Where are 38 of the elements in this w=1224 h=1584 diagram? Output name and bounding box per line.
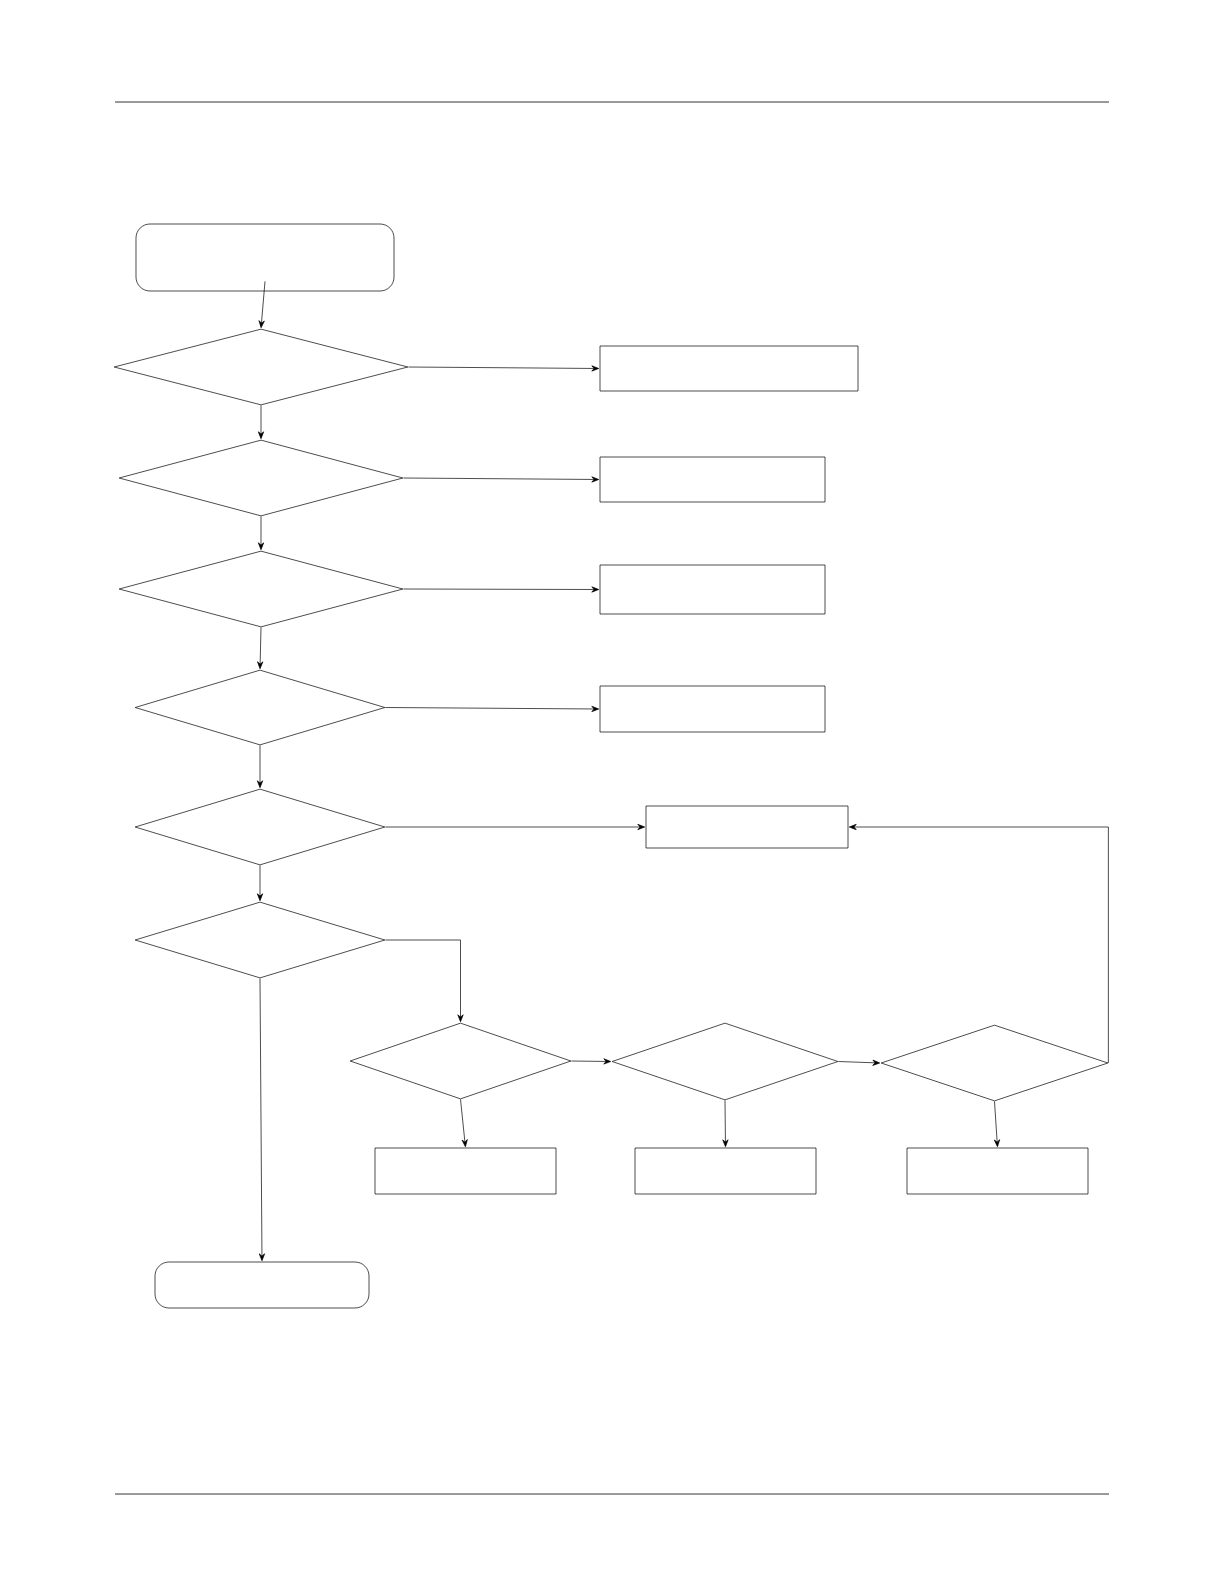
process-box (374, 1147, 557, 1195)
decision-diamond (118, 550, 404, 628)
arrow (385, 939, 464, 1023)
arrow (460, 1099, 468, 1148)
process-box (634, 1147, 817, 1195)
arrow (848, 823, 1109, 1064)
terminal-box (154, 1261, 370, 1309)
arrow (385, 823, 646, 831)
decision-diamond (349, 1022, 572, 1100)
process-box (906, 1147, 1089, 1195)
decision-diamond (113, 328, 409, 406)
decision-diamond (134, 669, 386, 746)
arrow (256, 745, 264, 789)
terminal-box (135, 223, 395, 292)
decision-diamond (134, 901, 386, 979)
decision-diamond (611, 1022, 839, 1101)
arrow (838, 1059, 881, 1066)
arrow (385, 705, 600, 712)
arrow (257, 405, 265, 440)
arrow (257, 516, 265, 551)
arrow (256, 865, 264, 902)
arrow (722, 1100, 729, 1148)
arrow (408, 365, 600, 372)
arrow (257, 627, 264, 670)
arrow (993, 1101, 1001, 1148)
decision-diamond (880, 1024, 1109, 1102)
arrow (258, 978, 265, 1262)
arrow (403, 586, 600, 593)
decision-diamond (118, 439, 404, 517)
process-box (645, 805, 849, 849)
process-box (599, 685, 826, 733)
process-box (599, 564, 826, 615)
arrow (571, 1058, 612, 1065)
arrow (403, 476, 600, 483)
process-box (599, 456, 826, 503)
process-box (599, 345, 859, 392)
decision-diamond (134, 788, 386, 866)
arrow (258, 281, 266, 329)
